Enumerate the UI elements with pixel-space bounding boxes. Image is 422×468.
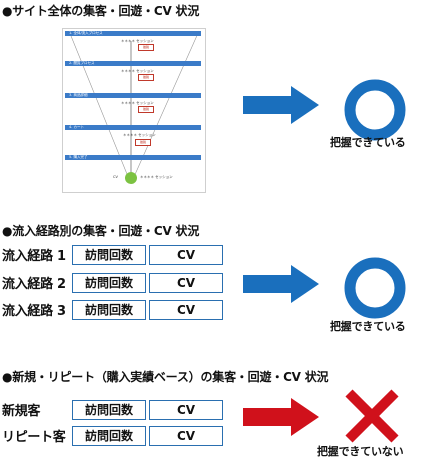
section-3-verdict: 把握できていない [317, 445, 404, 458]
visits-box: 訪問回数 [72, 300, 146, 320]
right-arrow-icon [243, 86, 319, 124]
funnel-step-label: 5. 購入完了 [69, 155, 88, 159]
row-label: 流入経路 1 [2, 249, 66, 264]
cv-box: CV [149, 426, 223, 446]
visits-box: 訪問回数 [72, 400, 146, 420]
funnel-step-bar: 1. 全体/流入プロセス [65, 31, 201, 36]
right-arrow-icon [243, 265, 319, 303]
funnel-step-bar: 4. カート [65, 125, 201, 130]
row-label: 流入経路 2 [2, 277, 66, 292]
funnel-step-label: 4. カート [69, 125, 84, 129]
funnel-sessions: ＊＊＊＊ セッション [121, 101, 154, 105]
right-arrow-icon [243, 398, 319, 436]
row-label: リピート客 [2, 430, 66, 445]
row-label: 流入経路 3 [2, 304, 66, 319]
funnel-step-bar: 5. 購入完了 [65, 155, 201, 160]
funnel-leave-box: 離脱 [138, 106, 154, 113]
visits-box: 訪問回数 [72, 245, 146, 265]
section-3-heading: ●新規・リピート（購入実績ベース）の集客・回遊・CV 状況 [2, 370, 329, 384]
funnel-step-label: 3. 商品詳細 [69, 93, 88, 97]
funnel-step-label: 2. 閲覧プロセス [69, 61, 95, 65]
cv-box: CV [149, 245, 223, 265]
funnel-sessions: ＊＊＊＊ セッション [121, 39, 154, 43]
funnel-sessions: ＊＊＊＊ セッション [123, 133, 156, 137]
visits-box: 訪問回数 [72, 273, 146, 293]
cv-box: CV [149, 300, 223, 320]
funnel-step-label: 1. 全体/流入プロセス [69, 31, 103, 35]
funnel-step-bar: 2. 閲覧プロセス [65, 61, 201, 66]
section-2-heading: ●流入経路別の集客・回遊・CV 状況 [2, 224, 200, 238]
section-2-verdict: 把握できている [330, 320, 406, 333]
cv-box: CV [149, 273, 223, 293]
funnel-leave-box: 離脱 [135, 139, 151, 146]
funnel-step-bar: 3. 商品詳細 [65, 93, 201, 98]
cross-icon [345, 389, 399, 443]
funnel-leave-box: 離脱 [138, 74, 154, 81]
goal-label: CV [113, 175, 118, 179]
visits-box: 訪問回数 [72, 426, 146, 446]
circle-icon [344, 79, 406, 141]
cv-box: CV [149, 400, 223, 420]
section-1-heading: ●サイト全体の集客・回遊・CV 状況 [2, 4, 200, 18]
goal-dot [125, 172, 137, 184]
funnel-lines [68, 30, 200, 180]
row-label: 新規客 [2, 404, 41, 419]
goal-sessions: ＊＊＊＊ セッション [140, 175, 173, 179]
funnel-diagram: 1. 全体/流入プロセス ＊＊＊＊ セッション 離脱 2. 閲覧プロセス ＊＊＊… [62, 28, 206, 193]
section-1-verdict: 把握できている [330, 136, 406, 149]
funnel-leave-box: 離脱 [138, 44, 154, 51]
funnel-sessions: ＊＊＊＊ セッション [121, 69, 154, 73]
circle-icon [344, 257, 406, 319]
